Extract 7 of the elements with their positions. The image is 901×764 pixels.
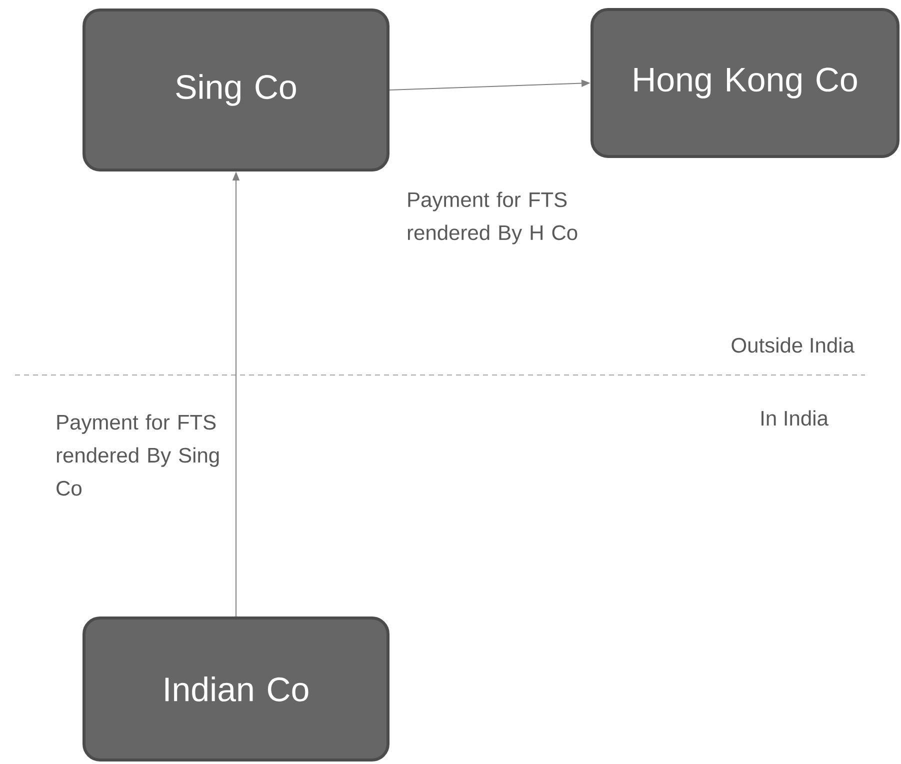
edge-label: Payment for FTS rendered By Sing Co xyxy=(56,414,219,496)
company-box: Hong Kong Co xyxy=(590,8,900,158)
region-label: In India xyxy=(762,410,828,426)
company-box: Indian Co xyxy=(82,616,390,762)
company-box: Sing Co xyxy=(82,8,390,172)
edge-label: Payment for FTS rendered By H Co xyxy=(408,192,578,244)
region-label: Outside India xyxy=(732,337,854,353)
